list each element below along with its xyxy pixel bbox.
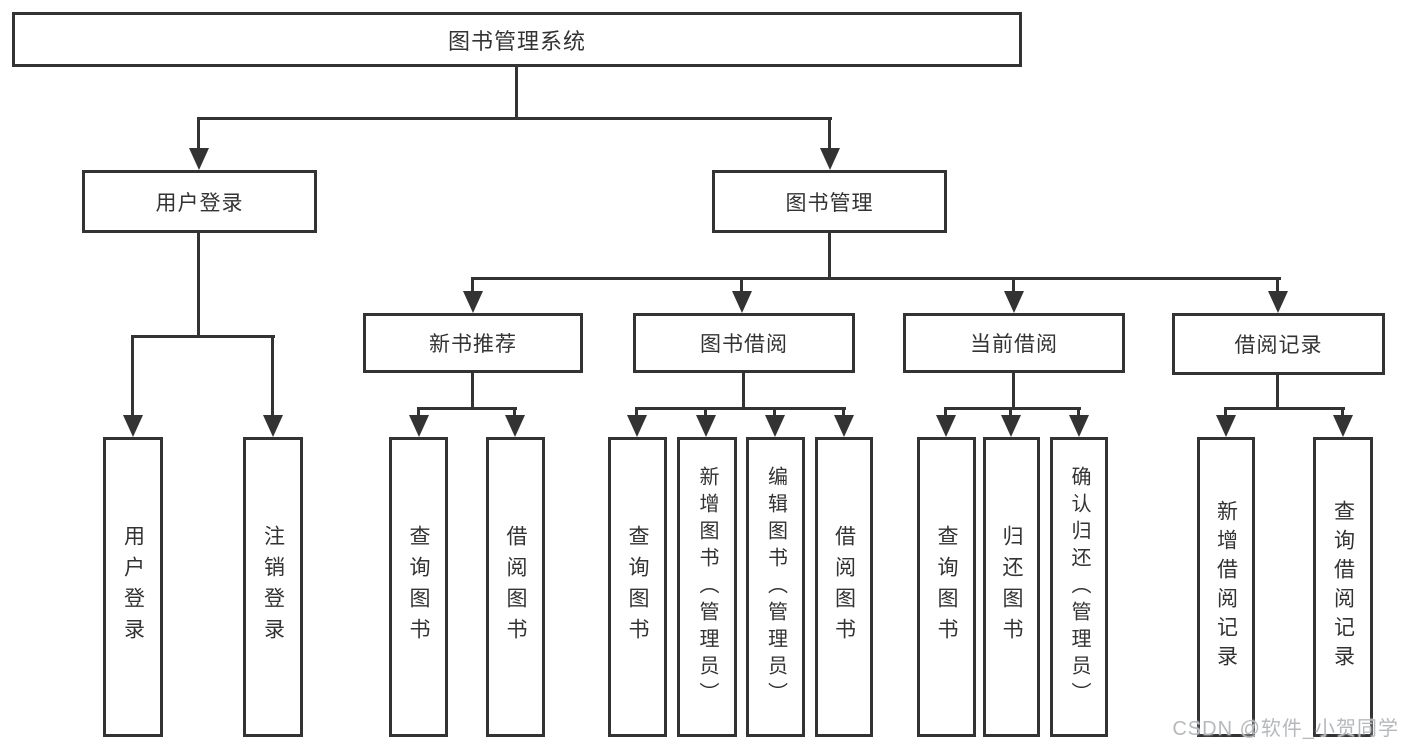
leaf-query-books-recommend-label: 查询图书: [407, 525, 430, 649]
node-new-book-recommend-label: 新书推荐: [429, 333, 517, 356]
arrowhead-icon: [263, 415, 283, 437]
leaf-return-book: 归还图书: [983, 437, 1040, 737]
leaf-logout-label: 注销登录: [261, 525, 285, 649]
leaf-logout: 注销登录: [243, 437, 303, 737]
node-root: 图书管理系统: [12, 12, 1022, 67]
arrowhead-icon: [189, 148, 209, 170]
connector-line: [635, 407, 638, 418]
arrowhead-icon: [936, 415, 956, 437]
arrowhead-icon: [1069, 415, 1089, 437]
connector-line: [635, 407, 846, 410]
node-root-label: 图书管理系统: [447, 28, 586, 54]
arrowhead-icon: [765, 415, 785, 437]
connector-line: [944, 407, 947, 418]
leaf-add-book-admin: 新增图书（管理员）: [677, 437, 737, 737]
connector-line: [1077, 407, 1080, 418]
arrowhead-icon: [1216, 415, 1236, 437]
node-current-borrow-label: 当前借阅: [970, 333, 1058, 356]
connector-line: [131, 335, 275, 338]
connector-line: [773, 407, 776, 418]
connector-line: [1224, 407, 1345, 410]
connector-line: [828, 233, 831, 280]
leaf-borrow-books-recommend: 借阅图书: [486, 437, 545, 737]
connector-line: [197, 117, 200, 150]
leaf-user-login: 用户登录: [103, 437, 163, 737]
connector-line: [417, 407, 517, 410]
connector-line: [1276, 277, 1279, 293]
leaf-query-borrow-record: 查询借阅记录: [1313, 437, 1373, 737]
watermark: CSDN @软件_小贺同学: [1172, 718, 1399, 740]
node-book-borrow-label: 图书借阅: [700, 333, 788, 356]
leaf-edit-book-admin: 编辑图书（管理员）: [746, 437, 805, 737]
leaf-borrow-books-recommend-label: 借阅图书: [504, 525, 527, 649]
arrowhead-icon: [696, 415, 716, 437]
connector-line: [1341, 407, 1344, 418]
node-book-borrow: 图书借阅: [633, 313, 855, 373]
node-book-management: 图书管理: [712, 170, 947, 233]
connector-line: [1276, 373, 1279, 409]
connector-line: [1012, 277, 1015, 293]
connector-line: [740, 277, 743, 293]
connector-line: [1012, 373, 1015, 409]
leaf-confirm-return-admin-label: 确认归还（管理员）: [1068, 465, 1090, 709]
connector-line: [704, 407, 707, 418]
connector-line: [828, 117, 831, 150]
node-new-book-recommend: 新书推荐: [363, 313, 583, 373]
leaf-user-login-label: 用户登录: [121, 525, 145, 649]
connector-line: [197, 117, 832, 120]
arrowhead-icon: [1333, 415, 1353, 437]
arrowhead-icon: [834, 415, 854, 437]
leaf-query-borrow-record-label: 查询借阅记录: [1331, 500, 1355, 674]
connector-line: [1009, 407, 1012, 418]
connector-line: [417, 407, 420, 418]
node-borrow-records: 借阅记录: [1172, 313, 1385, 375]
leaf-query-books-current: 查询图书: [917, 437, 976, 737]
leaf-confirm-return-admin: 确认归还（管理员）: [1050, 437, 1108, 737]
node-book-management-label: 图书管理: [785, 191, 874, 215]
arrowhead-icon: [463, 291, 483, 313]
connector-line: [471, 277, 474, 293]
arrowhead-icon: [123, 415, 143, 437]
connector-line: [944, 407, 1081, 410]
connector-line: [197, 233, 200, 335]
node-borrow-records-label: 借阅记录: [1234, 334, 1323, 357]
connector-line: [271, 335, 274, 418]
leaf-borrow-books: 借阅图书: [815, 437, 873, 737]
connector-line: [515, 67, 518, 120]
leaf-borrow-books-label: 借阅图书: [832, 525, 856, 649]
connector-line: [131, 335, 134, 418]
connector-line: [742, 373, 745, 409]
arrowhead-icon: [505, 415, 525, 437]
connector-line: [471, 277, 1281, 280]
arrowhead-icon: [1001, 415, 1021, 437]
connector-line: [513, 407, 516, 418]
leaf-return-book-label: 归还图书: [1000, 525, 1023, 649]
connector-line: [471, 373, 474, 409]
leaf-query-books-recommend: 查询图书: [389, 437, 448, 737]
leaf-query-books-borrow-label: 查询图书: [626, 525, 649, 649]
node-user-login: 用户登录: [82, 170, 317, 233]
leaf-add-book-admin-label: 新增图书（管理员）: [696, 465, 718, 709]
arrowhead-icon: [409, 415, 429, 437]
connector-line: [1224, 407, 1227, 418]
connector-line: [842, 407, 845, 418]
leaf-query-books-current-label: 查询图书: [935, 525, 958, 649]
arrowhead-icon: [1268, 291, 1288, 313]
leaf-add-borrow-record: 新增借阅记录: [1197, 437, 1255, 737]
arrowhead-icon: [732, 291, 752, 313]
arrowhead-icon: [820, 148, 840, 170]
node-user-login-label: 用户登录: [155, 191, 244, 215]
arrowhead-icon: [1004, 291, 1024, 313]
leaf-query-books-borrow: 查询图书: [608, 437, 667, 737]
leaf-add-borrow-record-label: 新增借阅记录: [1214, 500, 1238, 674]
arrowhead-icon: [627, 415, 647, 437]
leaf-edit-book-admin-label: 编辑图书（管理员）: [764, 465, 787, 709]
node-current-borrow: 当前借阅: [903, 313, 1125, 373]
